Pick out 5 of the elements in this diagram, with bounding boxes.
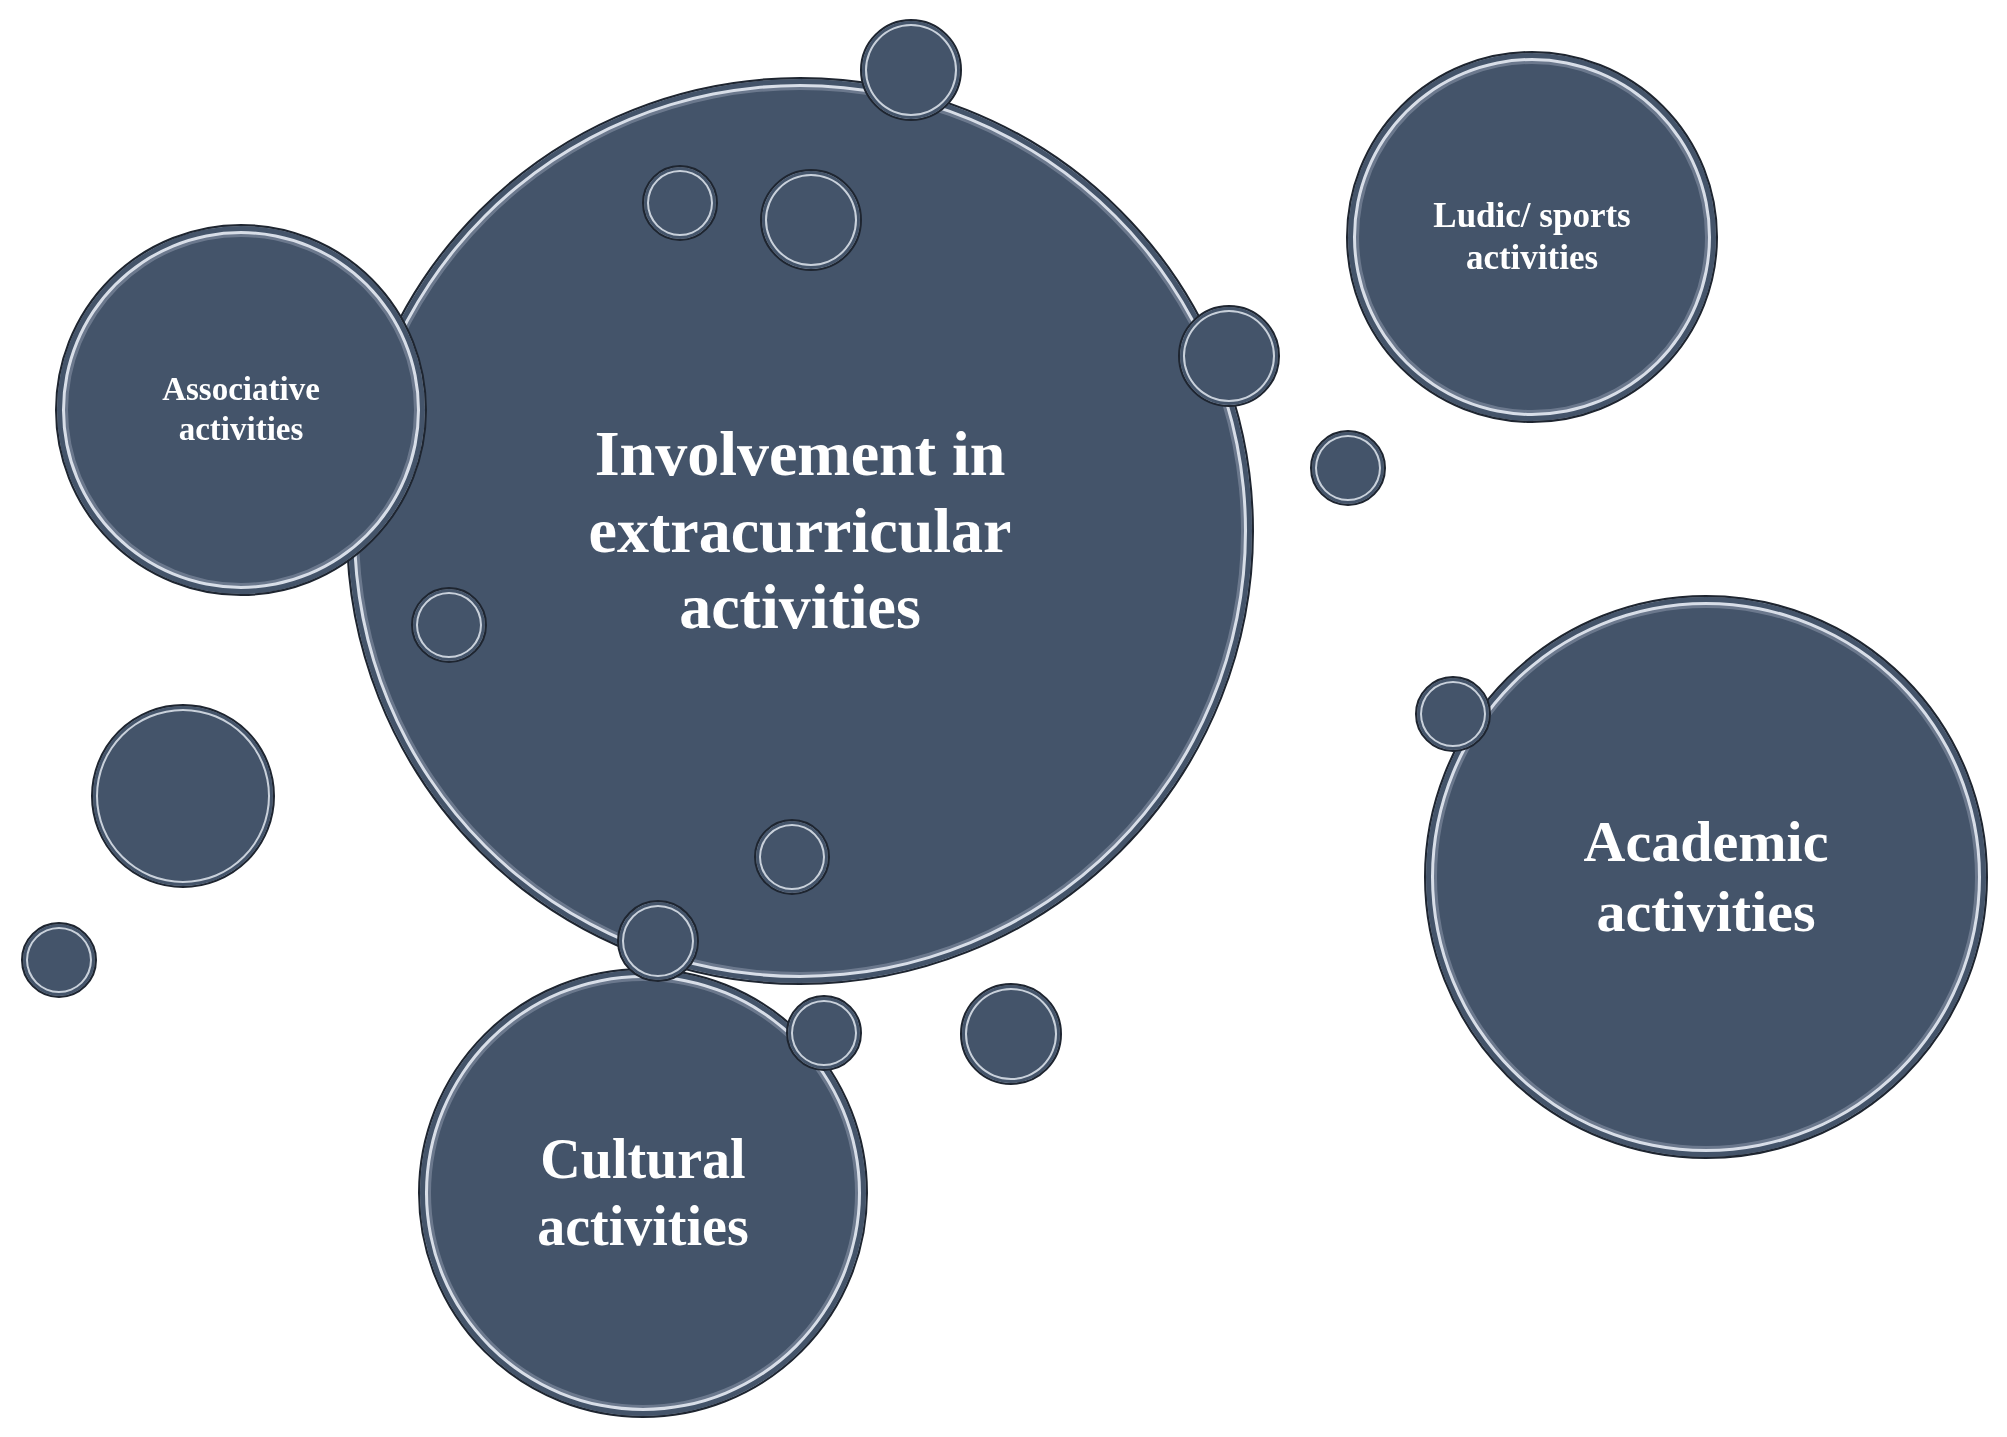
bubble-label: Involvement in extracurricular activities xyxy=(587,416,1013,645)
bubble-label: Ludic/ sports activities xyxy=(1432,195,1632,279)
bubble-label: Academic activities xyxy=(1582,808,1830,946)
bubble-label: Cultural activities xyxy=(536,1126,750,1259)
bubble-label: Associative activities xyxy=(161,370,321,449)
